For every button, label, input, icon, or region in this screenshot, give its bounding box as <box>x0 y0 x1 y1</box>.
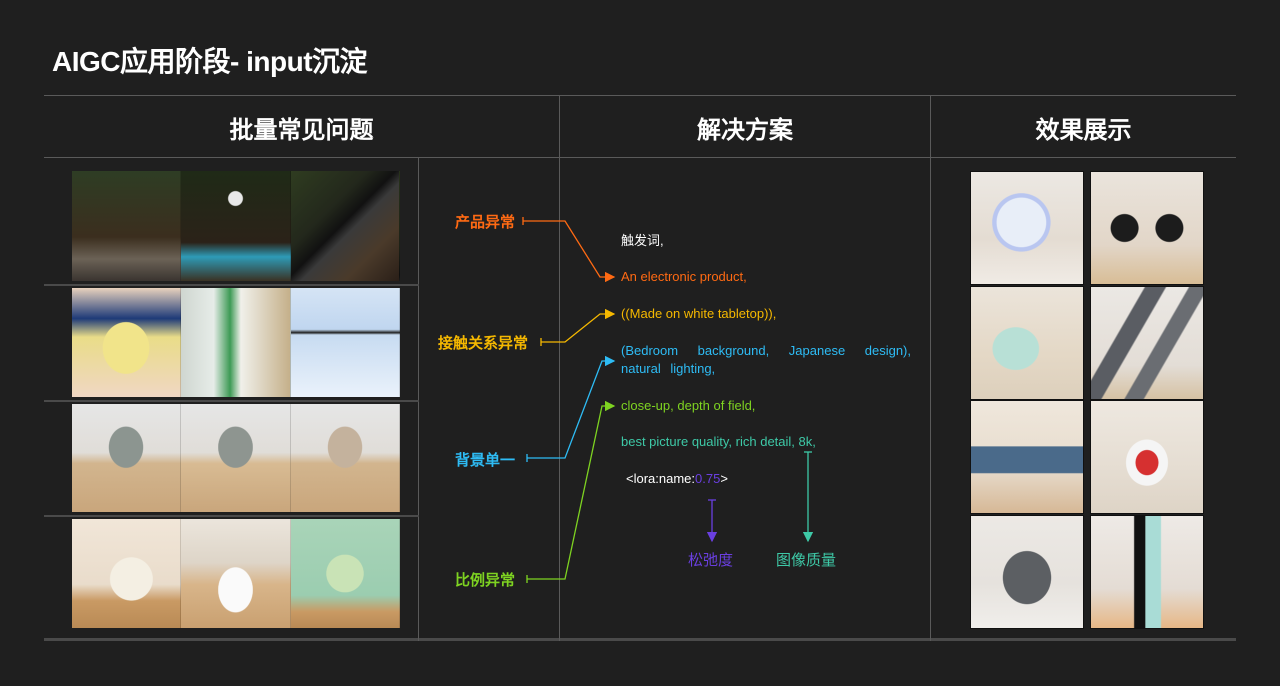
row-separator <box>44 515 419 517</box>
problem-label-background: 背景单一 <box>455 452 516 469</box>
image-monitor-arm-stand <box>290 288 400 397</box>
row-separator <box>44 284 419 286</box>
image-forest-bow-sneakers <box>72 171 182 281</box>
column-divider-2 <box>930 95 931 641</box>
result-earbuds <box>1090 171 1204 285</box>
column-header-problems: 批量常见问题 <box>229 116 374 144</box>
image-green-thermos <box>290 519 400 628</box>
connector-product <box>522 217 616 283</box>
connector-lora-weight <box>706 499 718 543</box>
annotation-lora-weight: 松弛度 <box>688 552 734 569</box>
connector-contact <box>540 308 616 346</box>
image-humidifier-grey-beige <box>181 404 291 512</box>
prompt-line-product: An electronic product, <box>621 269 747 284</box>
result-stand-mixer <box>970 286 1084 400</box>
lora-prefix: <lora:name: <box>626 471 696 486</box>
problem-images-product <box>72 171 400 281</box>
prompt-line-ratio: close-up, depth of field, <box>621 398 756 413</box>
column-header-results: 效果展示 <box>1035 116 1132 144</box>
problem-images-contact <box>72 288 400 397</box>
image-white-slippers <box>181 519 291 628</box>
image-water-bottle-box <box>181 288 291 397</box>
table-header-border <box>44 157 1236 158</box>
problem-label-contact: 接触关系异常 <box>438 335 529 352</box>
result-translation-pen <box>1090 515 1204 629</box>
prompt-line-contact: ((Made on white tabletop)), <box>621 306 777 321</box>
problem-label-divider <box>418 158 419 641</box>
prompt-line-background: (Bedroom background, Japanese design), n… <box>621 343 911 376</box>
image-humidifier-beige <box>290 404 400 512</box>
page-title: AIGC应用阶段- input沉淀 <box>52 46 368 77</box>
problem-label-product: 产品异常 <box>455 214 516 231</box>
lora-weight: 0.75 <box>695 471 721 486</box>
problem-images-ratio <box>72 519 400 628</box>
connector-ratio <box>526 400 616 583</box>
column-divider-1 <box>559 95 560 641</box>
problem-images-background <box>72 404 400 512</box>
row-separator <box>44 400 419 402</box>
prompt-trigger-word: 触发词, <box>621 233 664 248</box>
lora-suffix: > <box>720 471 728 486</box>
result-pc-case <box>970 171 1084 285</box>
column-header-solution: 解决方案 <box>697 116 793 144</box>
result-smart-display <box>970 400 1084 514</box>
image-forest-flashlight <box>290 171 400 281</box>
connector-background <box>526 355 616 462</box>
prompt-line-quality: best picture quality, rich detail, 8k, <box>621 434 816 449</box>
image-vaseline-jar <box>72 288 182 397</box>
result-usb-drives <box>1090 286 1204 400</box>
result-media-converter <box>970 515 1084 629</box>
image-humidifier-grey <box>72 404 182 512</box>
table-bottom-border <box>44 638 1236 641</box>
result-drive-box <box>1090 400 1204 514</box>
problem-label-ratio: 比例异常 <box>455 572 516 589</box>
image-forest-badminton-sneakers <box>181 171 291 281</box>
annotation-quality: 图像质量 <box>776 552 837 569</box>
prompt-lora: <lora:name:0.75> <box>626 470 916 488</box>
image-soymilk-maker <box>72 519 182 628</box>
table-top-border <box>44 95 1236 96</box>
connector-quality <box>802 451 814 543</box>
